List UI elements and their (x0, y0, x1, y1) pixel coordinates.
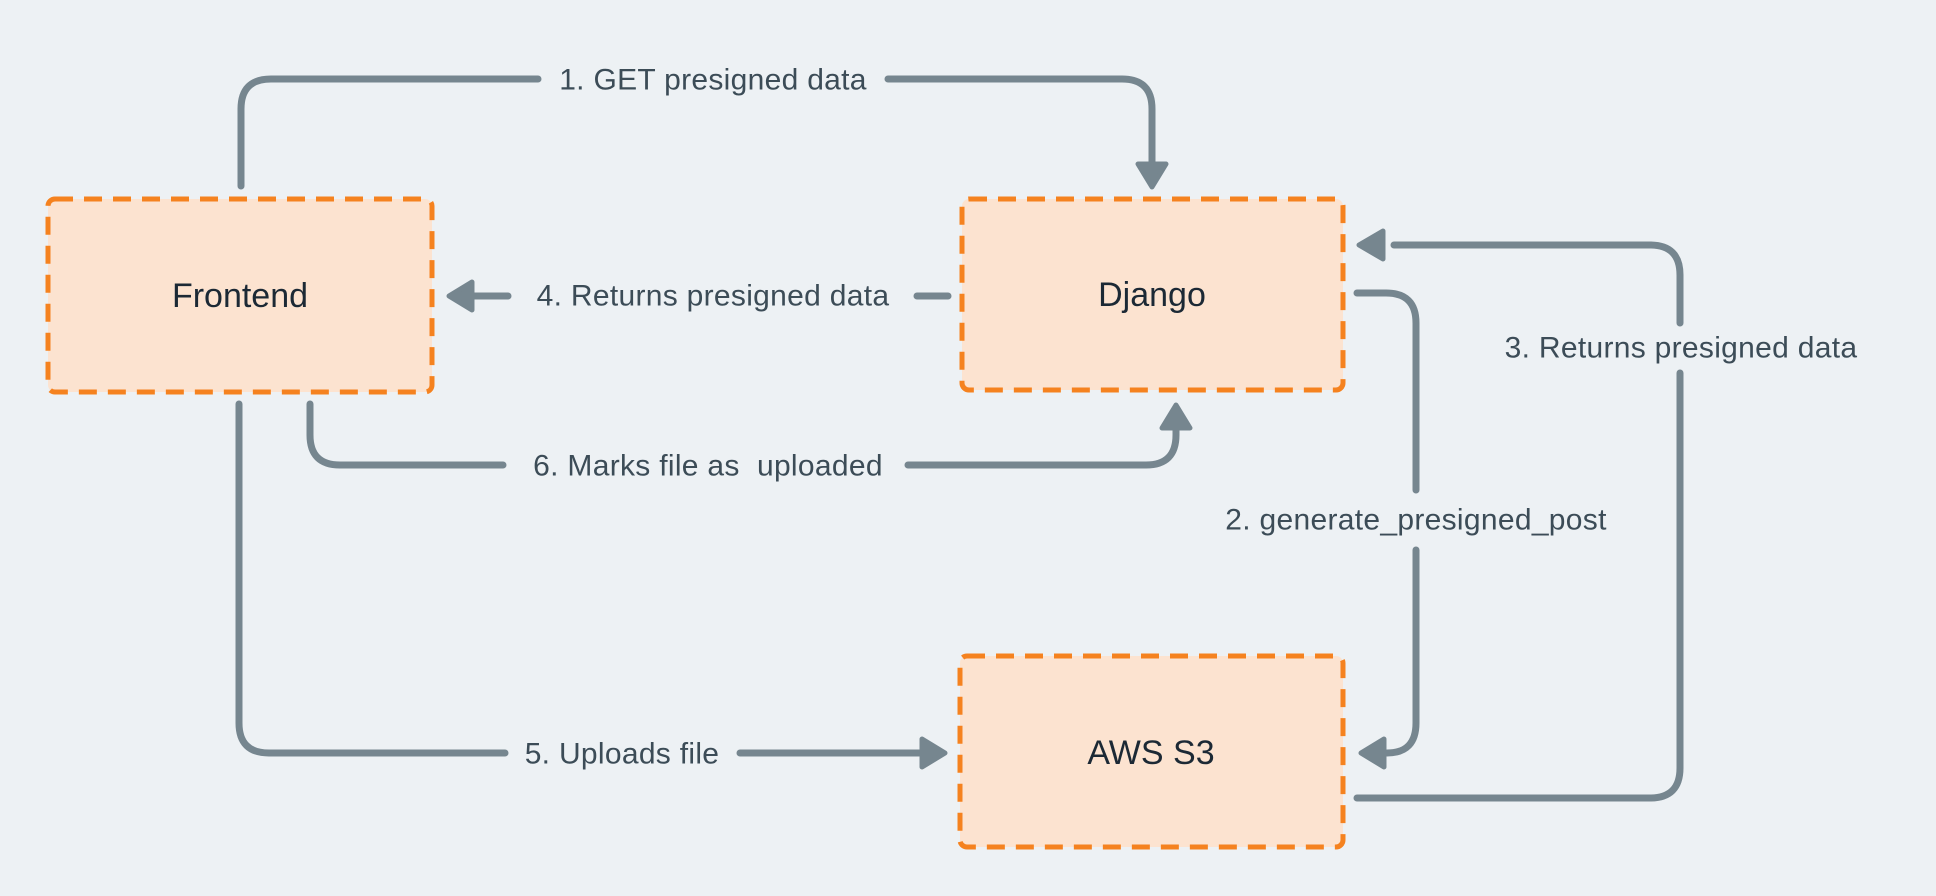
edge-4-label: 4. Returns presigned data (537, 280, 890, 313)
edge-6-frontend-to-django-segment-a (306, 400, 507, 469)
edge-3-aws-to-django-segment-b (1390, 241, 1684, 327)
frontend-node-label: Frontend (172, 277, 308, 315)
edge-2-arrowhead-left-icon (1358, 736, 1387, 770)
edge-group (235, 75, 1684, 802)
edge-2-django-to-aws-segment-b (1383, 546, 1420, 757)
aws-s3-node-label: AWS S3 (1087, 734, 1214, 772)
edge-6-frontend-to-django-segment-b (904, 426, 1180, 469)
edge-1-arrowhead-down-icon (1135, 161, 1169, 190)
node-label-group: Frontend Django AWS S3 (172, 276, 1215, 772)
arrow-head-group (446, 161, 1387, 770)
edge-1-label: 1. GET presigned data (559, 64, 867, 97)
edge-3-aws-to-django-segment-a (1353, 369, 1684, 802)
django-node-label: Django (1098, 276, 1206, 314)
edge-6-arrowhead-up-icon (1159, 402, 1193, 431)
edge-1-frontend-to-django-segment-b (884, 75, 1156, 166)
edge-1-frontend-to-django-segment-a (237, 75, 542, 190)
edge-5-frontend-to-aws-segment-a (235, 400, 509, 757)
edge-4-arrowhead-left-icon (446, 279, 475, 313)
frontend-node-box (45, 196, 435, 395)
aws-s3-node-box (957, 653, 1346, 850)
edge-2-django-to-aws-segment-a (1353, 289, 1420, 494)
edge-label-group: 1. GET presigned data 4. Returns presign… (525, 64, 1858, 771)
edge-2-label: 2. generate_presigned_post (1225, 504, 1607, 537)
node-group (45, 196, 1346, 850)
edge-5-label: 5. Uploads file (525, 738, 720, 771)
edge-3-label: 3. Returns presigned data (1505, 332, 1858, 365)
django-node-box (959, 196, 1346, 393)
edge-3-arrowhead-left-icon (1356, 228, 1386, 262)
edge-5-arrowhead-right-icon (919, 736, 948, 770)
edge-6-label: 6. Marks file as uploaded (533, 450, 883, 483)
